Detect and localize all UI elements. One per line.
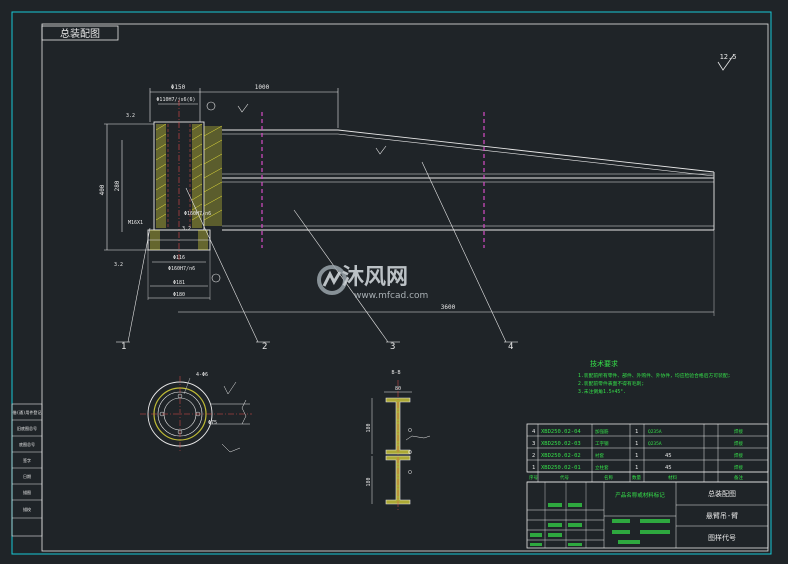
left-strip: 借(通)用件登记 旧底图总号 底图总号 签字 日期 描图 描校	[11, 403, 43, 537]
strip-label-3: 底图总号	[19, 441, 35, 447]
title-block: 产品名称或材料标记 总装配图 悬臂吊-臂 图样代号	[526, 481, 769, 549]
tb-company: 总装配图	[708, 489, 736, 498]
dim-116: Φ116	[173, 255, 185, 261]
bom-header-material: 材料	[668, 474, 677, 481]
bom-row-1-name: 加强筋	[595, 428, 609, 435]
bom-row-2-code: XBD250.02-03	[541, 441, 581, 447]
bom-header-qty: 数量	[632, 474, 641, 481]
bom-header-name: 名称	[604, 474, 613, 481]
bom-table: 4 XBD250.02-04 加强筋 1 Q235A 焊接 3 XBD250.0…	[526, 423, 769, 483]
callout-4: 4	[508, 342, 513, 352]
bom-row-1-code: XBD250.02-04	[541, 429, 581, 435]
bom-row-3-name: 衬套	[595, 452, 604, 459]
pcd-label: Φ75	[208, 420, 217, 426]
inner-frame	[41, 23, 769, 552]
bom-row-3-qty: 1	[635, 453, 638, 459]
bom-row-4-name: 立柱套	[595, 464, 609, 471]
rough-32-top: 3.2	[126, 113, 135, 119]
dim-150: Φ150	[171, 84, 186, 91]
strip-label-6: 描图	[23, 489, 31, 495]
dim-181: Φ181	[173, 280, 185, 286]
bom-row-3-material: 45	[665, 453, 672, 459]
dim-1000: 1000	[255, 84, 270, 91]
holes-label: 4-Φ6	[196, 372, 208, 378]
strip-label-1: 借(通)用件登记	[13, 409, 42, 415]
callout-3: 3	[390, 342, 395, 352]
dim-400: 400	[99, 184, 106, 195]
strip-label-4: 签字	[23, 457, 31, 463]
label-box	[41, 25, 119, 41]
section-bb: B-B 80 180 180	[366, 370, 431, 512]
strip-label-5: 日期	[23, 473, 31, 479]
bom-row-1-qty: 1	[635, 429, 638, 435]
title-label: 总装配图	[60, 27, 100, 40]
bom-row-2-qty: 1	[635, 441, 638, 447]
tb-sheet: 图样代号	[708, 533, 736, 542]
bom-row-1-note: 焊接	[734, 428, 743, 435]
watermark: 沐风网 www.mfcad.com	[317, 265, 428, 301]
dim-110-fit: Φ110H7/js6(6)	[156, 97, 195, 103]
strip-label-2: 旧底图总号	[17, 425, 37, 431]
tech-item-2: 2.装配前零件表面不得有毛刺;	[578, 380, 644, 387]
bom-row-2-note: 焊接	[734, 440, 743, 447]
bom-row-3-code: XBD250.02-02	[541, 453, 581, 459]
tech-requirements: 技术要求 1.装配前所有零件、部件、外购件、外协件，均应检验合格后方可装配; 2…	[578, 359, 731, 395]
sec-h1: 180	[366, 423, 372, 432]
surface-mark: 12.5	[720, 53, 737, 61]
bom-row-4-material: 45	[665, 465, 672, 471]
dim-160-fit: Φ160H7/n6	[184, 211, 211, 217]
main-view: Φ150 1000 Φ110H7/js6(6)	[99, 84, 339, 300]
strip-label-7: 描校	[23, 506, 31, 512]
beam: 3600	[178, 103, 715, 316]
dim-3600: 3600	[441, 304, 456, 311]
section-label: B-B	[391, 370, 400, 376]
bom-header-note: 备注	[734, 474, 743, 481]
dim-280: 280	[114, 180, 121, 191]
outer-frame	[11, 11, 772, 555]
roughness-symbol	[717, 55, 734, 71]
bom-header-code: 代号	[560, 474, 569, 481]
bom-row-1-no: 4	[532, 429, 536, 435]
thread-m16: M16X1	[128, 220, 143, 226]
tb-product: 产品名称或材料标记	[615, 491, 665, 499]
dim-180: Φ180	[173, 292, 185, 298]
tech-item-3: 3.未注倒角1.5×45°.	[578, 388, 626, 395]
rough-32-left: 3.2	[114, 262, 123, 268]
bom-header-no: 序号	[529, 474, 538, 481]
watermark-logo	[317, 265, 347, 295]
bom-row-3-note: 焊接	[734, 452, 743, 459]
bom-row-4-note: 焊接	[734, 464, 743, 471]
bom-row-3-no: 2	[532, 453, 535, 459]
tb-drawing: 悬臂吊-臂	[706, 511, 738, 520]
watermark-brand: 沐风网	[342, 265, 408, 290]
bom-row-4-no: 1	[532, 465, 535, 471]
bom-row-2-name: 工字钢	[595, 440, 609, 447]
rough-32-mid: 3.2	[182, 226, 191, 232]
bom-row-2-material: Q235A	[648, 441, 662, 447]
callout-1: 1	[121, 342, 126, 352]
bom-row-1-material: Q235A	[648, 429, 662, 435]
sec-h2: 180	[366, 477, 372, 486]
bom-row-2-no: 3	[532, 441, 535, 447]
tech-item-1: 1.装配前所有零件、部件、外购件、外协件，均应检验合格后方可装配;	[578, 372, 731, 379]
bom-row-4-qty: 1	[635, 465, 638, 471]
dim-160-fit-lower: Φ160H7/n6	[168, 266, 195, 272]
callouts: 1 2 3 4	[116, 161, 518, 352]
flange-view: 4-Φ6 Φ75	[140, 372, 252, 453]
tech-title: 技术要求	[590, 359, 618, 368]
callout-2: 2	[262, 342, 267, 352]
bom-row-4-code: XBD250.02-01	[541, 465, 581, 471]
watermark-url: www.mfcad.com	[354, 291, 428, 301]
